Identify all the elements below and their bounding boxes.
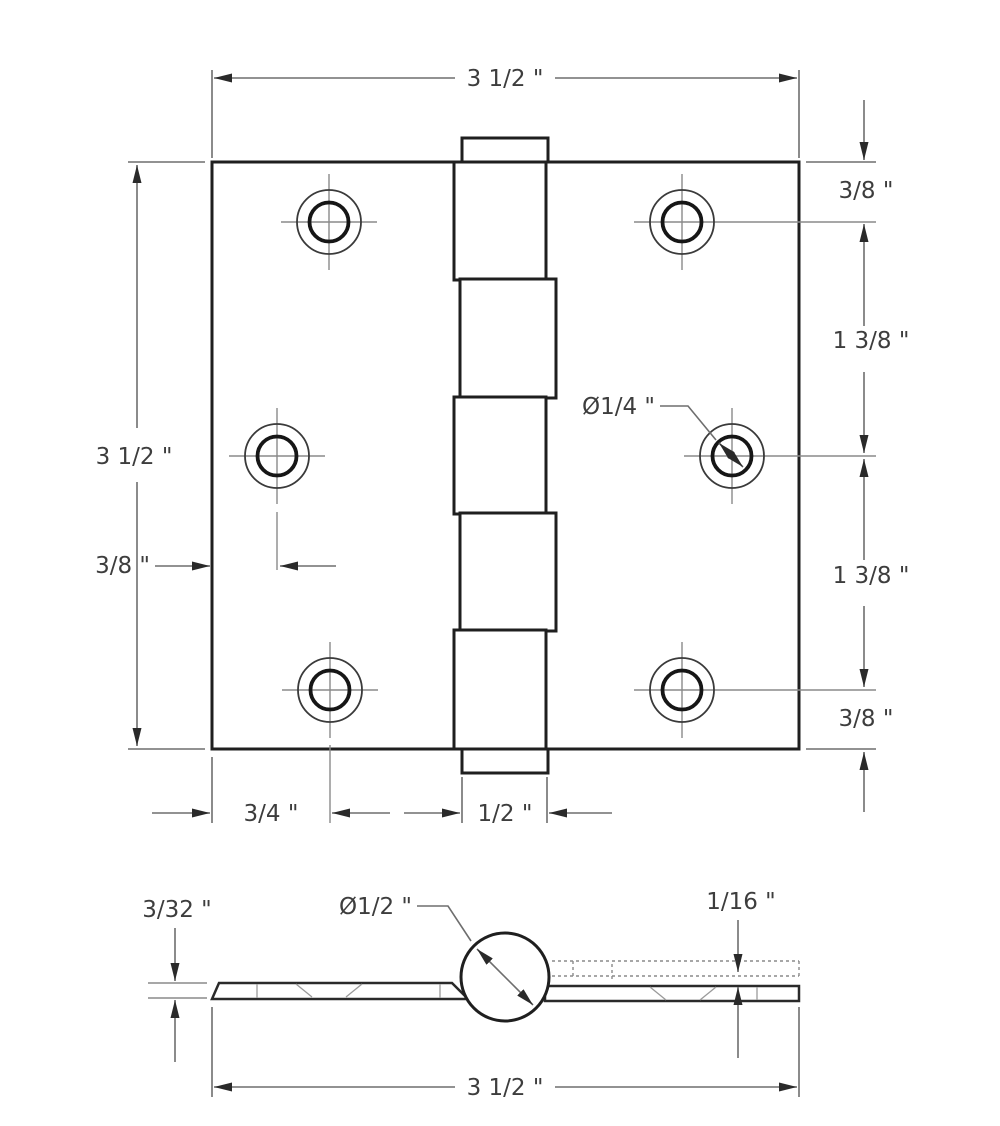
knuckle-segment [452, 628, 548, 751]
dim-label-left-height: 3 1/2 " [96, 444, 173, 470]
hole-outer-circle [649, 189, 715, 255]
knuckle-cap-bottom [460, 747, 550, 775]
screw-hole-middle-left [229, 408, 325, 504]
knuckle-segment [458, 511, 558, 633]
knuckle-segment [452, 160, 548, 282]
leaf-right-bar [543, 984, 801, 1003]
dim-left-edge-to-hole: 3/8 " [95, 512, 336, 579]
hole-inner-circle [710, 434, 754, 478]
dim-label-leaf-thickness: 3/32 " [142, 897, 212, 923]
screw-hole-top-left [281, 174, 377, 270]
top-view: 3 1/2 " 3 1/2 " 3/8 " 3/8 " 1 3/8 " [95, 66, 909, 827]
hole-inner-circle [308, 668, 352, 712]
dim-label-corner-hole-offset: 3/4 " [244, 801, 299, 827]
screw-hole-top-right [634, 174, 876, 270]
side-view: Ø1/2 " 3/32 " 1/16 " 3 1/2 " [142, 889, 801, 1101]
leaf-left-bar [210, 981, 472, 1001]
knuckle-segment [452, 395, 548, 516]
dim-side-width: 3 1/2 " [211, 1007, 800, 1101]
diameter-arrow [718, 442, 744, 468]
dim-label-leaf-offset: 1/16 " [706, 889, 776, 915]
dim-label-lower-spacing: 1 3/8 " [833, 563, 910, 589]
hole-inner-circle [255, 434, 299, 478]
hole-outer-circle [244, 423, 310, 489]
hole-inner-circle [660, 668, 704, 712]
dim-label-upper-spacing: 1 3/8 " [833, 328, 910, 354]
dim-left-height: 3 1/2 " [96, 161, 205, 750]
screw-hole-bottom-right [634, 642, 876, 738]
leaf-bevel-line [649, 986, 667, 1001]
leaf-bevel-line [295, 983, 313, 998]
dim-label-side-width: 3 1/2 " [467, 1075, 544, 1101]
leaf-profile-left [210, 981, 472, 1001]
hole-inner-circle [660, 200, 704, 244]
dim-top-width: 3 1/2 " [211, 66, 800, 158]
leaf-profile-right [543, 984, 801, 1003]
hole-outer-circle [649, 657, 715, 723]
dim-bottom-row: 3/4 " 1/2 " [152, 745, 612, 827]
knuckle-cap-top [460, 136, 550, 164]
hole-outer-circle [297, 657, 363, 723]
screw-hole-bottom-left [282, 642, 378, 738]
knuckle-segment [458, 277, 558, 400]
dim-label-top-width: 3 1/2 " [467, 66, 544, 92]
leaf-open-position-dotted [552, 960, 800, 980]
hole-outer-circle [296, 189, 362, 255]
hole-outer-circle [699, 423, 765, 489]
dim-label-hole-diameter: Ø1/4 " [582, 394, 655, 420]
knuckle-barrel [452, 136, 558, 775]
dim-label-knuckle-width: 1/2 " [478, 801, 533, 827]
dim-leaf-offset: 1/16 " [706, 889, 776, 1058]
hole-inner-circle [307, 200, 351, 244]
dim-label-top-margin: 3/8 " [839, 178, 894, 204]
diameter-arrow [476, 948, 534, 1006]
callout-barrel-diameter: Ø1/2 " [339, 894, 534, 1006]
dim-label-left-edge-to-hole: 3/8 " [95, 553, 150, 579]
callout-hole-diameter: Ø1/4 " [582, 394, 744, 468]
leaf-bevel-line [699, 986, 717, 1001]
leader-line [660, 405, 717, 441]
dim-leaf-thickness: 3/32 " [142, 897, 212, 1062]
dim-label-bottom-margin: 3/8 " [839, 706, 894, 732]
dim-label-barrel-diameter: Ø1/2 " [339, 894, 412, 920]
leader-line [417, 905, 472, 942]
screw-hole-middle-right [684, 408, 876, 504]
dim-right-stack: 3/8 " 1 3/8 " 1 3/8 " 3/8 " [806, 100, 909, 812]
leaf-bevel-line [345, 983, 363, 998]
